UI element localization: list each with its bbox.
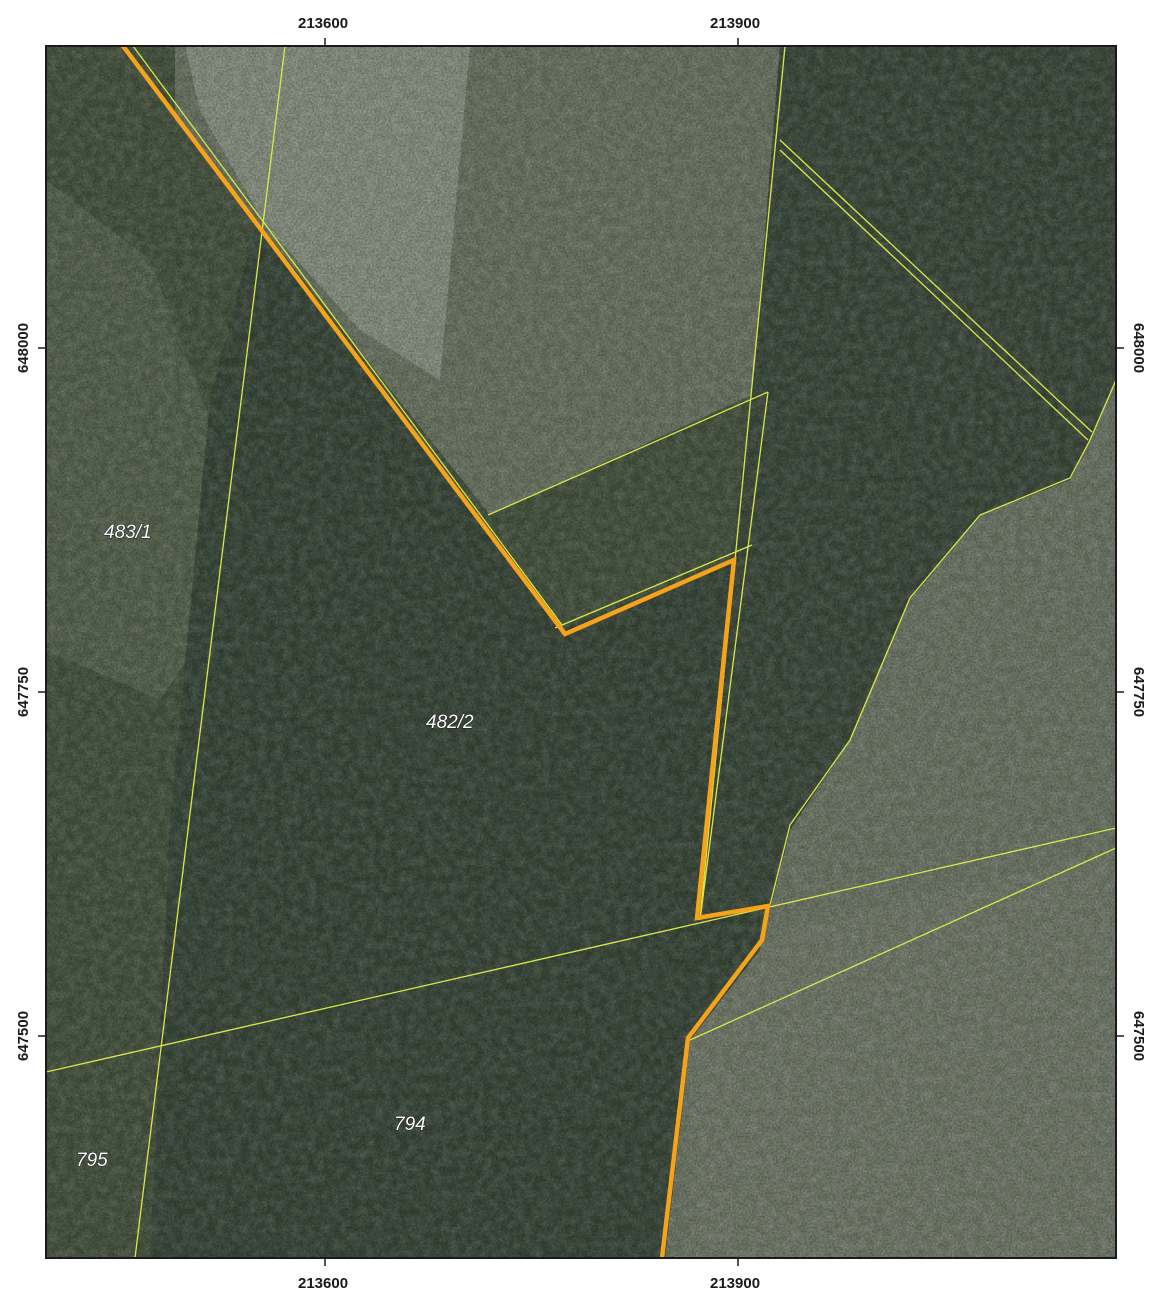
parcel-line [554,544,753,629]
parcel-line [46,827,1116,1073]
northing-label-left: 647750 [15,667,32,717]
parcel-label-482-2: 482/2 [426,712,474,733]
northing-label-left: 648000 [15,323,32,373]
highlighted-boundary [121,46,771,1258]
parcel-line [487,391,769,516]
parcel-label-483-1: 483/1 [104,522,152,543]
parcel-line [779,149,1089,441]
parcel-line [699,391,769,921]
northing-label-right: 647500 [1130,1011,1147,1061]
parcel-line [779,139,1093,433]
easting-label-bottom: 213600 [298,1275,348,1292]
northing-label-left: 647500 [15,1011,32,1061]
parcel-line [699,46,786,921]
parcel-line [769,379,1116,906]
parcel-label-794: 794 [394,1114,426,1135]
parcel-line [132,46,563,626]
cadastral-lines [46,46,1116,1258]
easting-label-top: 213600 [298,15,348,32]
easting-label-top: 213900 [710,15,760,32]
parcel-label-795: 795 [76,1150,108,1171]
boundary-line [121,46,771,1258]
parcel-line [689,847,1116,1041]
grid-ticks [38,38,1124,1266]
parcel-line [134,46,286,1258]
northing-label-right: 648000 [1130,323,1147,373]
map-frame [45,45,1117,1259]
aerial-imagery [46,46,1116,1258]
northing-label-right: 647750 [1130,667,1147,717]
easting-label-bottom: 213900 [710,1275,760,1292]
